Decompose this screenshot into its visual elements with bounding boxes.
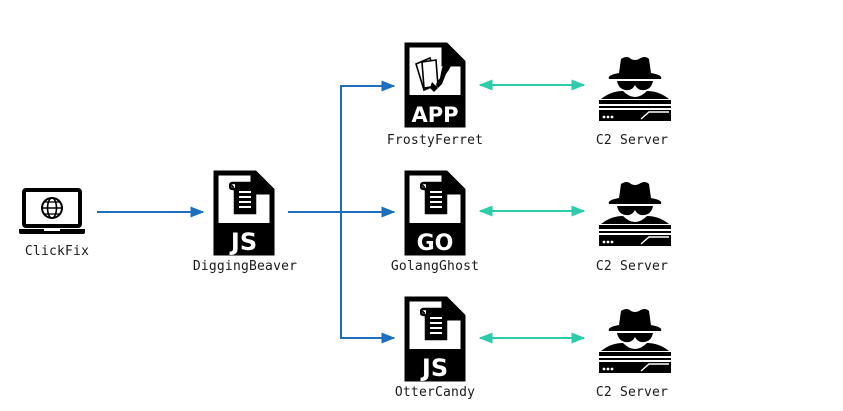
node-label-diggingbeaver: DiggingBeaver xyxy=(192,259,298,274)
svg-text:JS: JS xyxy=(229,228,257,256)
svg-text:APP: APP xyxy=(411,103,458,127)
node-label-golangghost: GolangGhost xyxy=(390,259,480,274)
svg-text:GO: GO xyxy=(417,231,454,256)
node-label-ottercandy: OtterCandy xyxy=(394,385,476,400)
svg-text:JS: JS xyxy=(420,354,448,382)
c2-server-spy-icon xyxy=(598,56,672,121)
c2-server-spy-icon xyxy=(598,181,672,246)
node-label-c2-server: C2 Server xyxy=(595,133,669,148)
c2-server-spy-icon xyxy=(598,308,672,373)
laptop-globe-icon xyxy=(19,188,85,234)
js-file-icon: JS xyxy=(216,173,272,256)
edges xyxy=(97,79,586,344)
node-label-c2-server: C2 Server xyxy=(595,385,669,400)
node-label-frostyferret: FrostyFerret xyxy=(386,133,484,148)
app-file-icon: APP xyxy=(407,45,463,127)
node-label-c2-server: C2 Server xyxy=(595,259,669,274)
node-label-clickfix: ClickFix xyxy=(24,244,90,259)
js-file-icon: JS xyxy=(407,299,463,382)
go-file-icon: GO xyxy=(407,173,463,256)
